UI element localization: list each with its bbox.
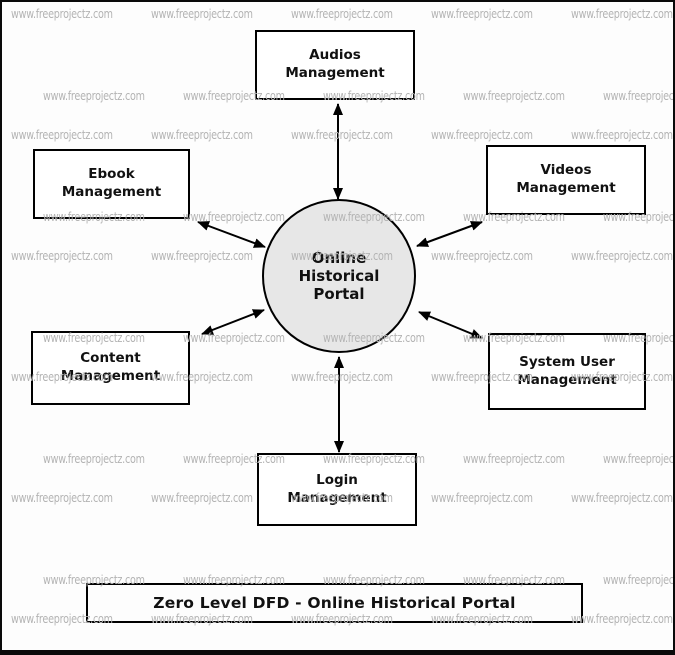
entity-system-user-management: System User Management [488,333,646,410]
process-label: Online Historical Portal [298,248,380,304]
entity-label: Ebook Management [61,166,162,200]
flow-arrow-content-management [201,309,265,335]
entity-label: Audios Management [285,47,385,81]
entity-label: Videos Management [516,162,616,196]
entity-label: Content Management [60,350,161,384]
entity-content-management: Content Management [31,331,190,405]
flow-arrow-system-user-management [418,311,483,339]
diagram-title: Zero Level DFD - Online Historical Porta… [153,594,516,612]
flow-arrow-videos-management [416,221,483,247]
entity-videos-management: Videos Management [486,145,646,215]
entity-label: Login Management [287,471,387,506]
process-circle-online-historical-portal: Online Historical Portal [262,199,416,353]
entity-ebook-management: Ebook Management [33,149,190,219]
flow-arrow-ebook-management [197,221,266,248]
diagram-title-box: Zero Level DFD - Online Historical Porta… [86,583,583,623]
entity-label: System User Management [517,353,617,388]
entity-audios-management: Audios Management [255,30,415,100]
entity-login-management: Login Management [257,453,417,526]
